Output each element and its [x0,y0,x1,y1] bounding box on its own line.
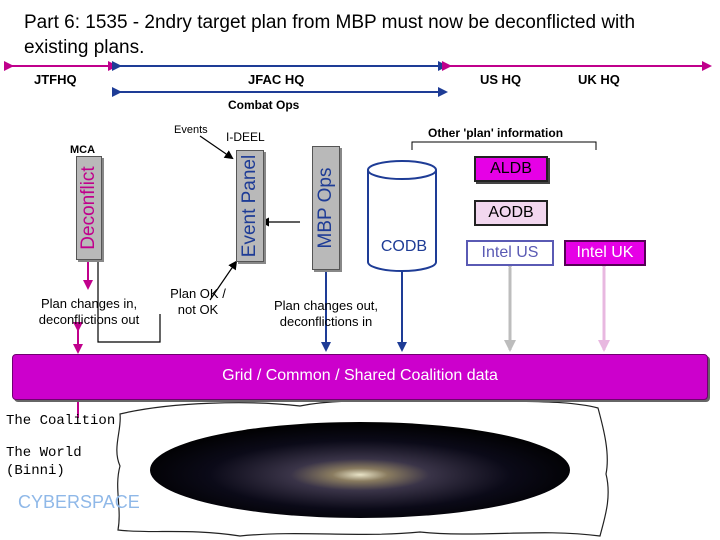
codb-label: CODB [380,238,428,255]
event-panel-label: Event Panel [239,154,260,258]
intel-us-box: Intel US [466,240,554,266]
plan-changes-out-note: Plan changes out, deconflictions in [273,298,379,329]
codb-cylinder [367,160,437,272]
events-pointer-arrow [199,135,234,160]
events-label: Events [174,124,208,136]
world-label: The World [6,445,82,461]
deconflict-panel-label: Deconflict [78,166,99,250]
jfac-hq-label: JFAC HQ [248,72,305,87]
uk-hq-label: UK HQ [578,72,620,87]
shared-grid-label: Grid / Common / Shared Coalition data [222,367,498,384]
other-plan-brace [411,141,597,150]
mca-label: MCA [70,144,96,156]
galaxy-image [150,422,570,518]
plan-ok-note: Plan OK / not OK [170,286,226,317]
plan-ok-up-arrow [209,260,238,301]
intel-uk-box: Intel UK [564,240,646,266]
ideel-label: I-DEEL [226,130,265,144]
deconflict-loop-line [97,258,161,343]
jtfhq-label: JTFHQ [34,72,77,87]
deconflict-panel: Deconflict [76,156,102,260]
aldb-box: ALDB [474,156,548,182]
us-hq-label: US HQ [480,72,522,87]
event-panel: Event Panel [236,150,264,262]
plan-changes-in-note: Plan changes in, deconflictions out [38,296,140,327]
coalition-label: The Coalition [6,413,116,429]
slide-title: Part 6: 1535 - 2ndry target plan from MB… [24,12,636,58]
combat-ops-label: Combat Ops [228,98,300,112]
other-plan-label: Other 'plan' information [428,126,564,140]
cyberspace-label: CYBERSPACE [18,492,140,512]
mbp-ops-panel-label: MBP Ops [315,167,336,249]
binni-label: (Binni) [6,463,65,479]
mbp-ops-panel: MBP Ops [312,146,340,270]
aodb-box: AODB [474,200,548,226]
shared-grid-bar: Grid / Common / Shared Coalition data [12,354,708,400]
